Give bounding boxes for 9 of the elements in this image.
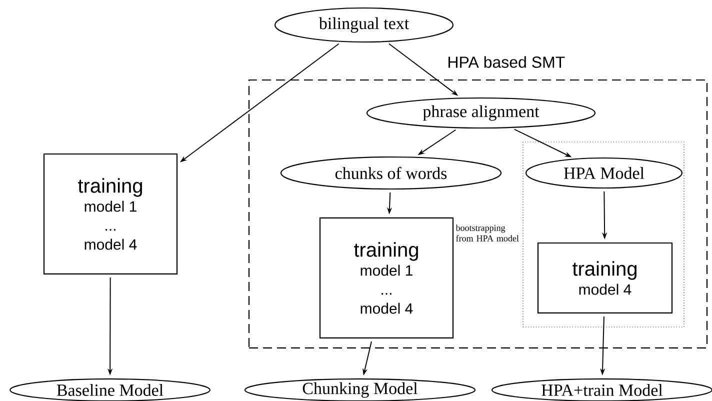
process-box: training model 1 ... model 4: [43, 153, 178, 275]
process-box: training model 1 ... model 4: [319, 217, 454, 339]
ellipse-node: HPA Model: [525, 157, 683, 189]
annotation: bootstrapping from HPA model: [456, 224, 519, 242]
ellipse-node: bilingual text: [274, 7, 454, 43]
process-box: training model 4: [537, 242, 673, 314]
ellipse-node: chunks of words: [280, 156, 502, 190]
frame-title: HPA based SMT: [448, 56, 565, 68]
ellipse-node: phrase alignment: [366, 97, 596, 129]
